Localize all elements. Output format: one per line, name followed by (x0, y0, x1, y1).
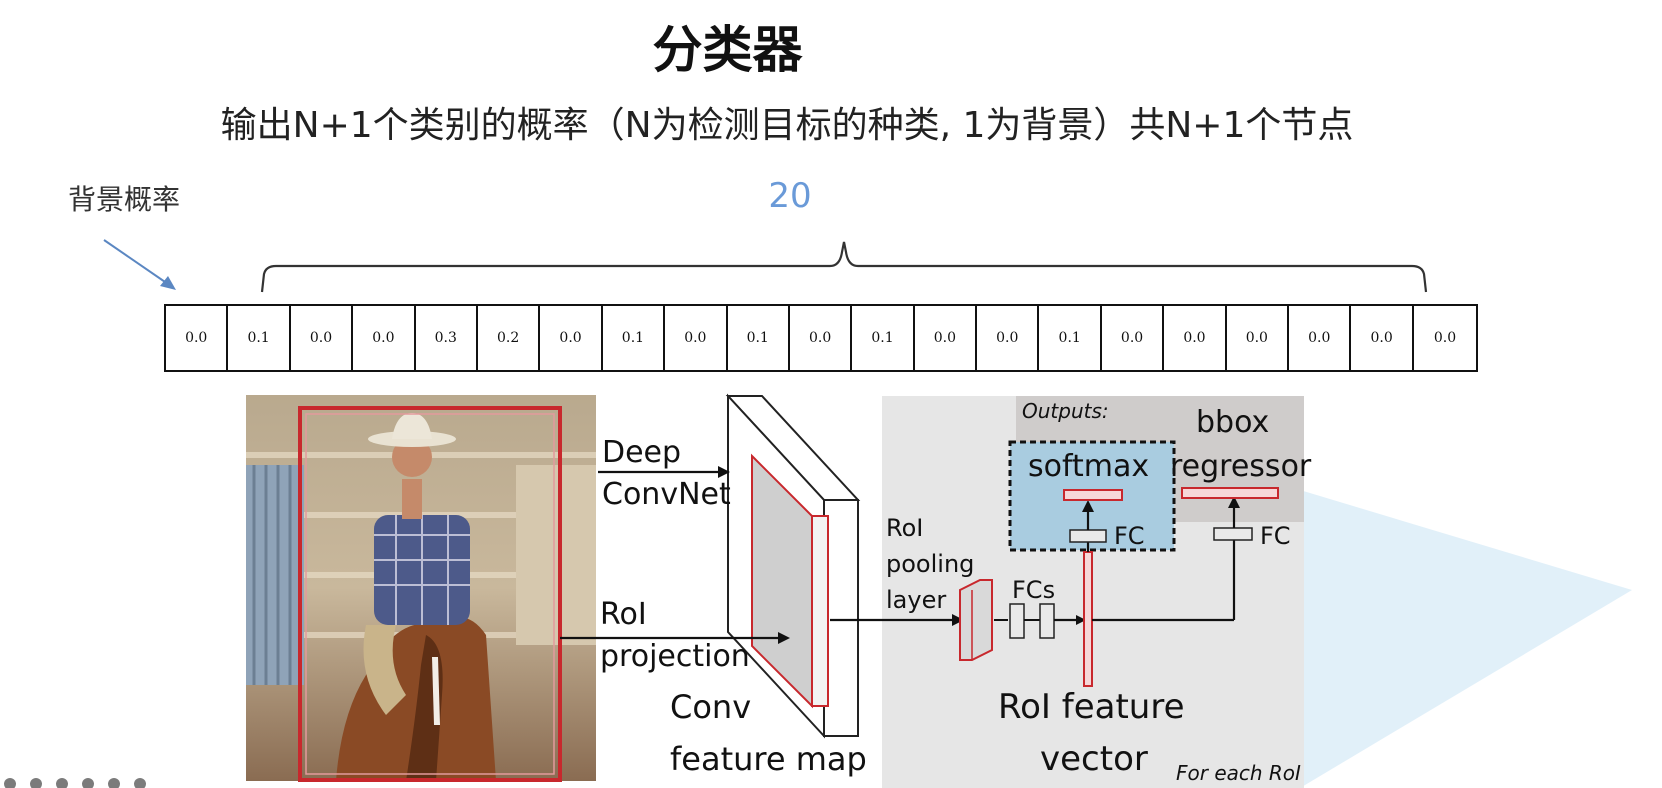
bbox-fc-block (1213, 527, 1253, 541)
bbox-arrowhead (1228, 496, 1240, 508)
conv-label: Conv (670, 688, 751, 726)
bbox-label: bbox (1196, 405, 1269, 440)
vector-label: vector (1040, 739, 1148, 779)
bbox-output-vector (1181, 487, 1279, 499)
fcs-label: FCs (1012, 576, 1055, 604)
zoom-icon[interactable] (134, 778, 146, 788)
class-probability-cell: 0.3 (416, 306, 478, 370)
projected-roi-side (811, 515, 829, 707)
fc-block-2 (1039, 603, 1055, 639)
roi-label: RoI (600, 597, 647, 632)
deep-convnet-arrowhead (718, 466, 730, 478)
background-probability-label: 背景概率 (68, 183, 181, 216)
class-probability-cell: 0.0 (291, 306, 354, 370)
projection-label: projection (600, 639, 750, 674)
class-probability-cell: 0.0 (915, 306, 978, 370)
fc-to-vector-arrowhead (1076, 615, 1086, 625)
class-probability-cell: 0.0 (790, 306, 853, 370)
roi-feature-label: RoI feature (998, 687, 1185, 727)
feature-to-pooling-arrowhead (952, 614, 964, 626)
next-icon[interactable] (56, 778, 68, 788)
input-image-cowboy-horse (246, 395, 596, 781)
play-icon[interactable] (1300, 490, 1632, 788)
roi-pooling-label-2: pooling (886, 550, 974, 578)
class-probability-cell: 0.0 (977, 306, 1040, 370)
for-each-roi-label: For each RoI (1176, 761, 1301, 785)
roi-pooling-label-1: RoI (886, 514, 923, 542)
class-probability-cell: 0.2 (478, 306, 541, 370)
class-probability-cell: 0.1 (852, 306, 915, 370)
class-probability-cell: 0.1 (728, 306, 790, 370)
class-probability-cell: 0.1 (603, 306, 666, 370)
outputs-label: Outputs: (1022, 399, 1109, 423)
regressor-label: regressor (1170, 449, 1312, 484)
softmax-label: softmax (1028, 449, 1149, 484)
class-probability-cell: 0.0 (1433, 330, 1457, 346)
background-arrow (103, 239, 169, 285)
class-probability-cell: 0.1 (228, 306, 291, 370)
softmax-fc-block (1069, 529, 1107, 543)
menu-icon[interactable] (108, 778, 120, 788)
roi-feature-vector (1083, 551, 1093, 687)
roi-bounding-box-inner (305, 413, 555, 775)
prev-icon[interactable] (30, 778, 42, 788)
slide-subtitle: 输出N+1个类别的概率（N为检测目标的种类, 1为背景）共N+1个节点 (220, 105, 1354, 146)
feature-map-label: feature map (670, 740, 867, 778)
roi-pooling-label-3: layer (886, 586, 946, 614)
class-probability-cell: 0.0 (540, 306, 603, 370)
background-arrowhead (160, 276, 176, 290)
deep-label: Deep (602, 435, 681, 470)
class-probability-cell: 0.1 (1039, 306, 1102, 370)
roi-projection-arrowhead (778, 632, 790, 644)
input-image-drawing (246, 395, 596, 781)
feature-map-side (823, 499, 859, 737)
roi-bounding-box (298, 406, 562, 782)
presentation-toolbar[interactable] (4, 778, 146, 788)
softmax-arrowhead (1082, 500, 1094, 512)
roi-pooling-block (959, 579, 993, 661)
fc-block-1 (1009, 603, 1025, 639)
class-probability-cell: 0.0 (1102, 306, 1165, 370)
class-count-label: 20 (768, 176, 812, 216)
slide-title: 分类器 (652, 21, 803, 79)
convnet-label: ConvNet (602, 477, 731, 512)
class-probability-cell: 0.0 (1227, 306, 1290, 370)
class-probability-cell: 0.0 (353, 306, 416, 370)
pointer-icon[interactable] (82, 778, 94, 788)
class-brace (260, 241, 1428, 293)
background-probability-cell: 0.0 (166, 306, 229, 370)
class-probability-cell: 0.0 (1351, 306, 1414, 370)
pen-icon[interactable] (4, 778, 16, 788)
fc-label-bbox: FC (1260, 522, 1291, 550)
fc-label-softmax: FC (1114, 522, 1145, 550)
softmax-output-vector (1063, 489, 1123, 501)
class-probability-cell: 0.0 (1289, 306, 1352, 370)
class-probability-cell: 0.0 (1164, 306, 1227, 370)
class-probability-cell: 0.0 (665, 306, 728, 370)
